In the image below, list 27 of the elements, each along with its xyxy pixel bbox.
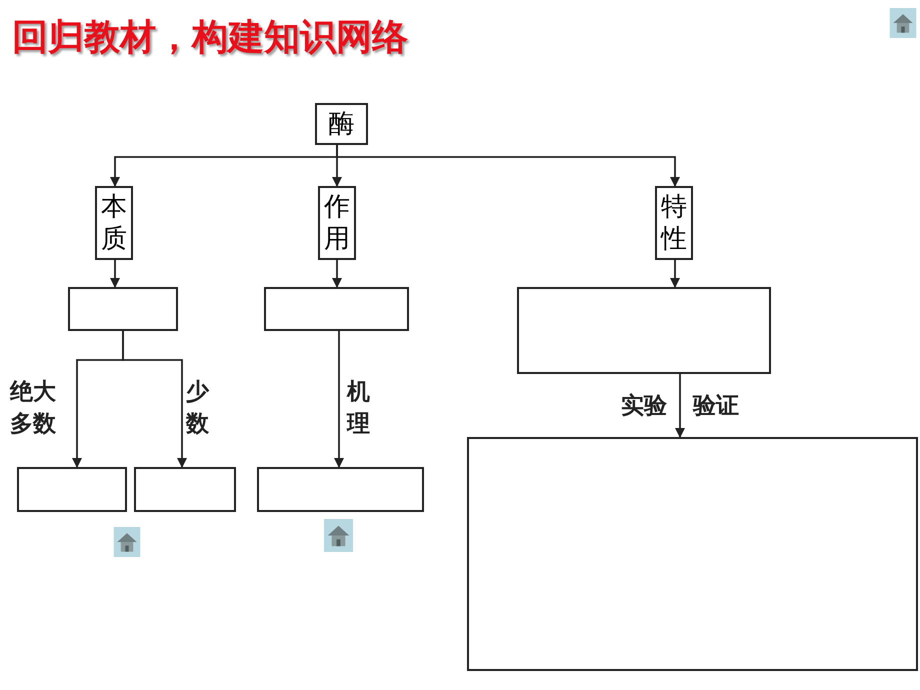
blank-box	[517, 287, 771, 374]
arrow	[122, 331, 187, 468]
blank-box	[467, 437, 918, 671]
edge-label: 实验 验证	[620, 392, 740, 421]
blank-box	[17, 467, 127, 512]
concept-box	[318, 186, 356, 260]
node-text: 酶	[328, 111, 354, 137]
blank-box	[68, 287, 178, 331]
arrow	[336, 145, 680, 187]
concept-box	[95, 186, 133, 260]
title: 回归教材，构建知识网络	[12, 20, 408, 56]
concept-box	[655, 186, 693, 260]
node-text: 作用	[324, 190, 350, 256]
blank-box	[264, 287, 409, 331]
concept-box	[315, 103, 368, 145]
arrow	[332, 260, 342, 288]
edge-label: 机理	[347, 378, 371, 440]
arrow	[670, 260, 680, 288]
blank-box	[134, 467, 236, 512]
blank-box	[257, 467, 424, 512]
node-text: 本质	[101, 190, 127, 256]
arrow	[675, 374, 685, 438]
arrow	[110, 260, 120, 288]
node-text: 特性	[661, 190, 687, 256]
arrow	[334, 331, 344, 468]
edge-label: 少数	[186, 378, 210, 440]
edge-label: 绝大多数	[10, 378, 57, 440]
